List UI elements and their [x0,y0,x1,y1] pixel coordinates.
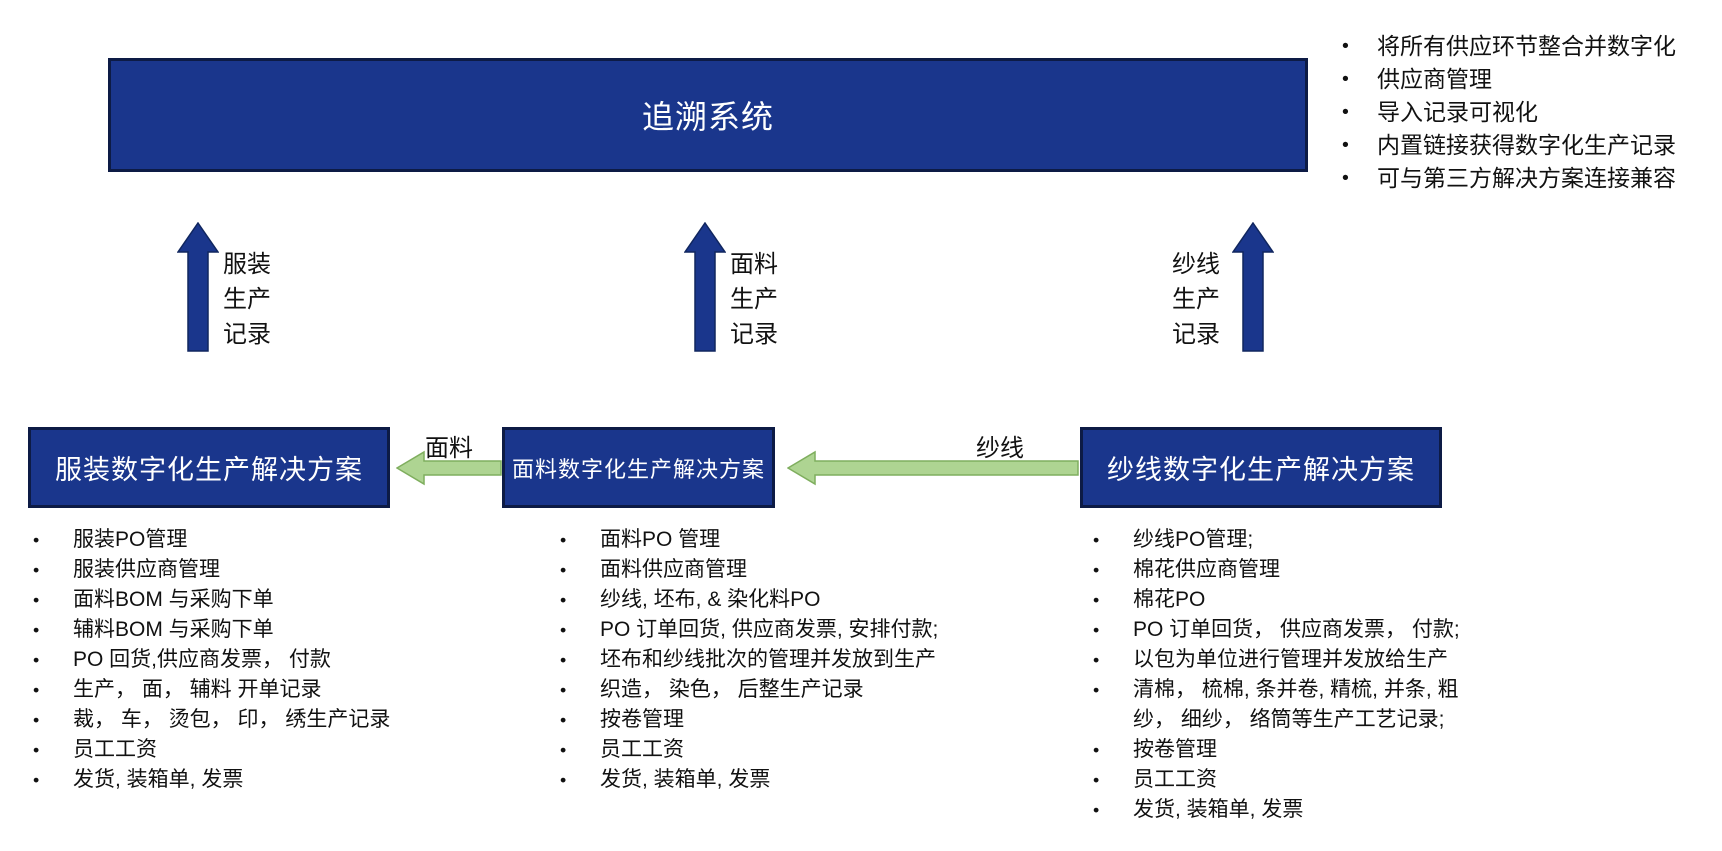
garment-solution-title: 服装数字化生产解决方案 [55,455,363,485]
garment-record-up-arrow-icon [177,222,219,352]
benefit-item: 导入记录可视化 [1340,96,1718,129]
feature-item: 员工工资 [557,735,997,765]
label-line: 记录 [730,321,778,348]
fabric-record-label: 面料 生产 记录 [730,247,778,352]
feature-item: 棉花PO [1090,585,1465,615]
benefit-item: 供应商管理 [1340,63,1718,96]
feature-item: 面料BOM 与采购下单 [30,585,470,615]
system-benefits-list: 将所有供应环节整合并数字化 供应商管理 导入记录可视化 内置链接获得数字化生产记… [1340,30,1718,195]
yarn-flow-label: 纱线 [976,435,1024,462]
fabric-flow-left-arrow-icon [396,450,502,486]
label-line: 生产 [1172,286,1220,313]
feature-item: 生产， 面， 辅料 开单记录 [30,675,470,705]
fabric-flow-label: 面料 [425,435,473,462]
feature-item: 面料PO 管理 [557,525,997,555]
yarn-record-up-arrow-icon [1232,222,1274,352]
feature-item: 辅料BOM 与采购下单 [30,615,470,645]
feature-item: 发货, 装箱单, 发票 [30,765,470,795]
feature-item: 发货, 装箱单, 发票 [557,765,997,795]
feature-item: 服装供应商管理 [30,555,470,585]
fabric-record-up-arrow-icon [684,222,726,352]
label-line: 记录 [1172,321,1220,348]
fabric-solution-features: 面料PO 管理 面料供应商管理 纱线, 坯布, & 染化料PO PO 订单回货,… [557,525,997,795]
feature-item: 员工工资 [30,735,470,765]
feature-item: 面料供应商管理 [557,555,997,585]
feature-item: 员工工资 [1090,765,1465,795]
feature-item: 纱线, 坯布, & 染化料PO [557,585,997,615]
feature-item: 清棉， 梳棉, 条并卷, 精梳, 并条, 粗纱， 细纱， 络筒等生产工艺记录; [1090,675,1465,735]
benefit-item: 内置链接获得数字化生产记录 [1340,129,1718,162]
feature-item: 服装PO管理 [30,525,470,555]
garment-record-label: 服装 生产 记录 [223,247,271,352]
feature-item: 织造， 染色， 后整生产记录 [557,675,997,705]
yarn-flow-left-arrow-icon [787,450,1079,486]
label-line: 服装 [223,251,271,278]
feature-item: 坯布和纱线批次的管理并发放到生产 [557,645,997,675]
benefit-item: 可与第三方解决方案连接兼容 [1340,162,1718,195]
label-line: 纱线 [1172,251,1220,278]
feature-item: 裁， 车， 烫包， 印， 绣生产记录 [30,705,470,735]
garment-solution-box: 服装数字化生产解决方案 [28,427,390,508]
tracing-system-box: 追溯系统 [108,58,1308,172]
feature-item: PO 订单回货， 供应商发票， 付款; [1090,615,1465,645]
label-line: 面料 [730,251,778,278]
yarn-record-label: 纱线 生产 记录 [1140,247,1220,352]
label-line: 生产 [223,286,271,313]
yarn-solution-title: 纱线数字化生产解决方案 [1107,455,1415,485]
benefit-item: 将所有供应环节整合并数字化 [1340,30,1718,63]
feature-item: 按卷管理 [557,705,997,735]
feature-item: 按卷管理 [1090,735,1465,765]
feature-item: PO 回货,供应商发票， 付款 [30,645,470,675]
fabric-solution-box: 面料数字化生产解决方案 [502,427,775,508]
feature-item: 棉花供应商管理 [1090,555,1465,585]
garment-solution-features: 服装PO管理 服装供应商管理 面料BOM 与采购下单 辅料BOM 与采购下单 P… [30,525,470,795]
feature-item: 以包为单位进行管理并发放给生产 [1090,645,1465,675]
yarn-solution-features: 纱线PO管理; 棉花供应商管理 棉花PO PO 订单回货， 供应商发票， 付款;… [1090,525,1465,825]
label-line: 生产 [730,286,778,313]
feature-item: PO 订单回货, 供应商发票, 安排付款; [557,615,997,645]
tracing-system-title: 追溯系统 [641,99,774,135]
feature-item: 发货, 装箱单, 发票 [1090,795,1465,825]
fabric-solution-title: 面料数字化生产解决方案 [511,456,765,482]
label-line: 记录 [223,321,271,348]
yarn-solution-box: 纱线数字化生产解决方案 [1080,427,1442,508]
feature-item: 纱线PO管理; [1090,525,1465,555]
